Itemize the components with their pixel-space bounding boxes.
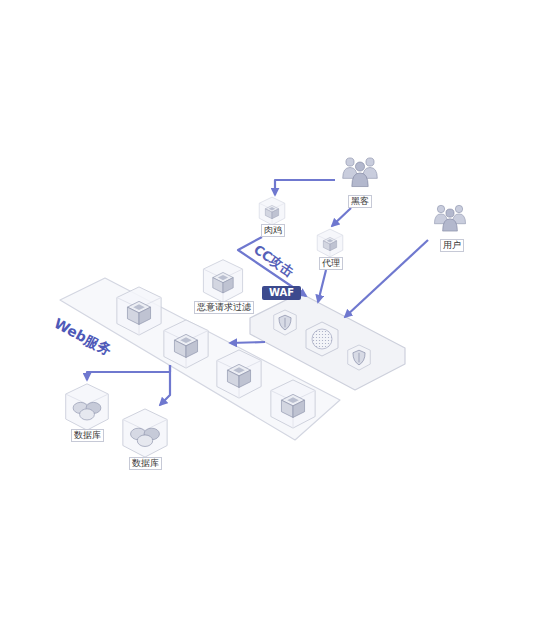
node-label: 用户	[440, 239, 464, 252]
platform-shape	[60, 278, 340, 440]
attack-flow-arrow	[345, 240, 428, 317]
node-label: WAF	[262, 286, 301, 300]
node-label: 恶意请求过滤	[194, 301, 254, 314]
proxy-icon	[317, 229, 343, 257]
edge-label: CC攻击	[250, 240, 297, 280]
icon-node: 代理	[308, 226, 353, 270]
node-label: 黑客	[348, 195, 372, 208]
attack-flow-arrow	[332, 208, 351, 226]
hacker-icon	[343, 158, 378, 187]
node-label: 数据库	[71, 429, 104, 442]
attack-flow-arrow	[160, 365, 170, 405]
icon-node: 用户	[428, 198, 476, 252]
attack-flow-arrow	[318, 270, 326, 302]
bot-icon	[259, 197, 285, 225]
icon-node: 肉鸡	[250, 195, 295, 237]
database-icon	[123, 409, 167, 457]
attack-flow-arrow	[275, 180, 335, 195]
node-label: 数据库	[129, 457, 162, 470]
filter-box-icon	[203, 260, 242, 303]
icon-node: 数据库	[60, 380, 115, 442]
attack-flow-arrow	[230, 342, 265, 343]
node-label: 代理	[319, 257, 343, 270]
attack-flow-arrow	[87, 365, 170, 380]
icon-node: 黑客	[335, 150, 385, 208]
node-label: 肉鸡	[261, 224, 285, 237]
database-icon	[66, 384, 109, 430]
icon-node: 恶意请求过滤	[186, 256, 261, 314]
icon-node: 数据库	[115, 405, 175, 470]
user-icon	[434, 205, 465, 231]
